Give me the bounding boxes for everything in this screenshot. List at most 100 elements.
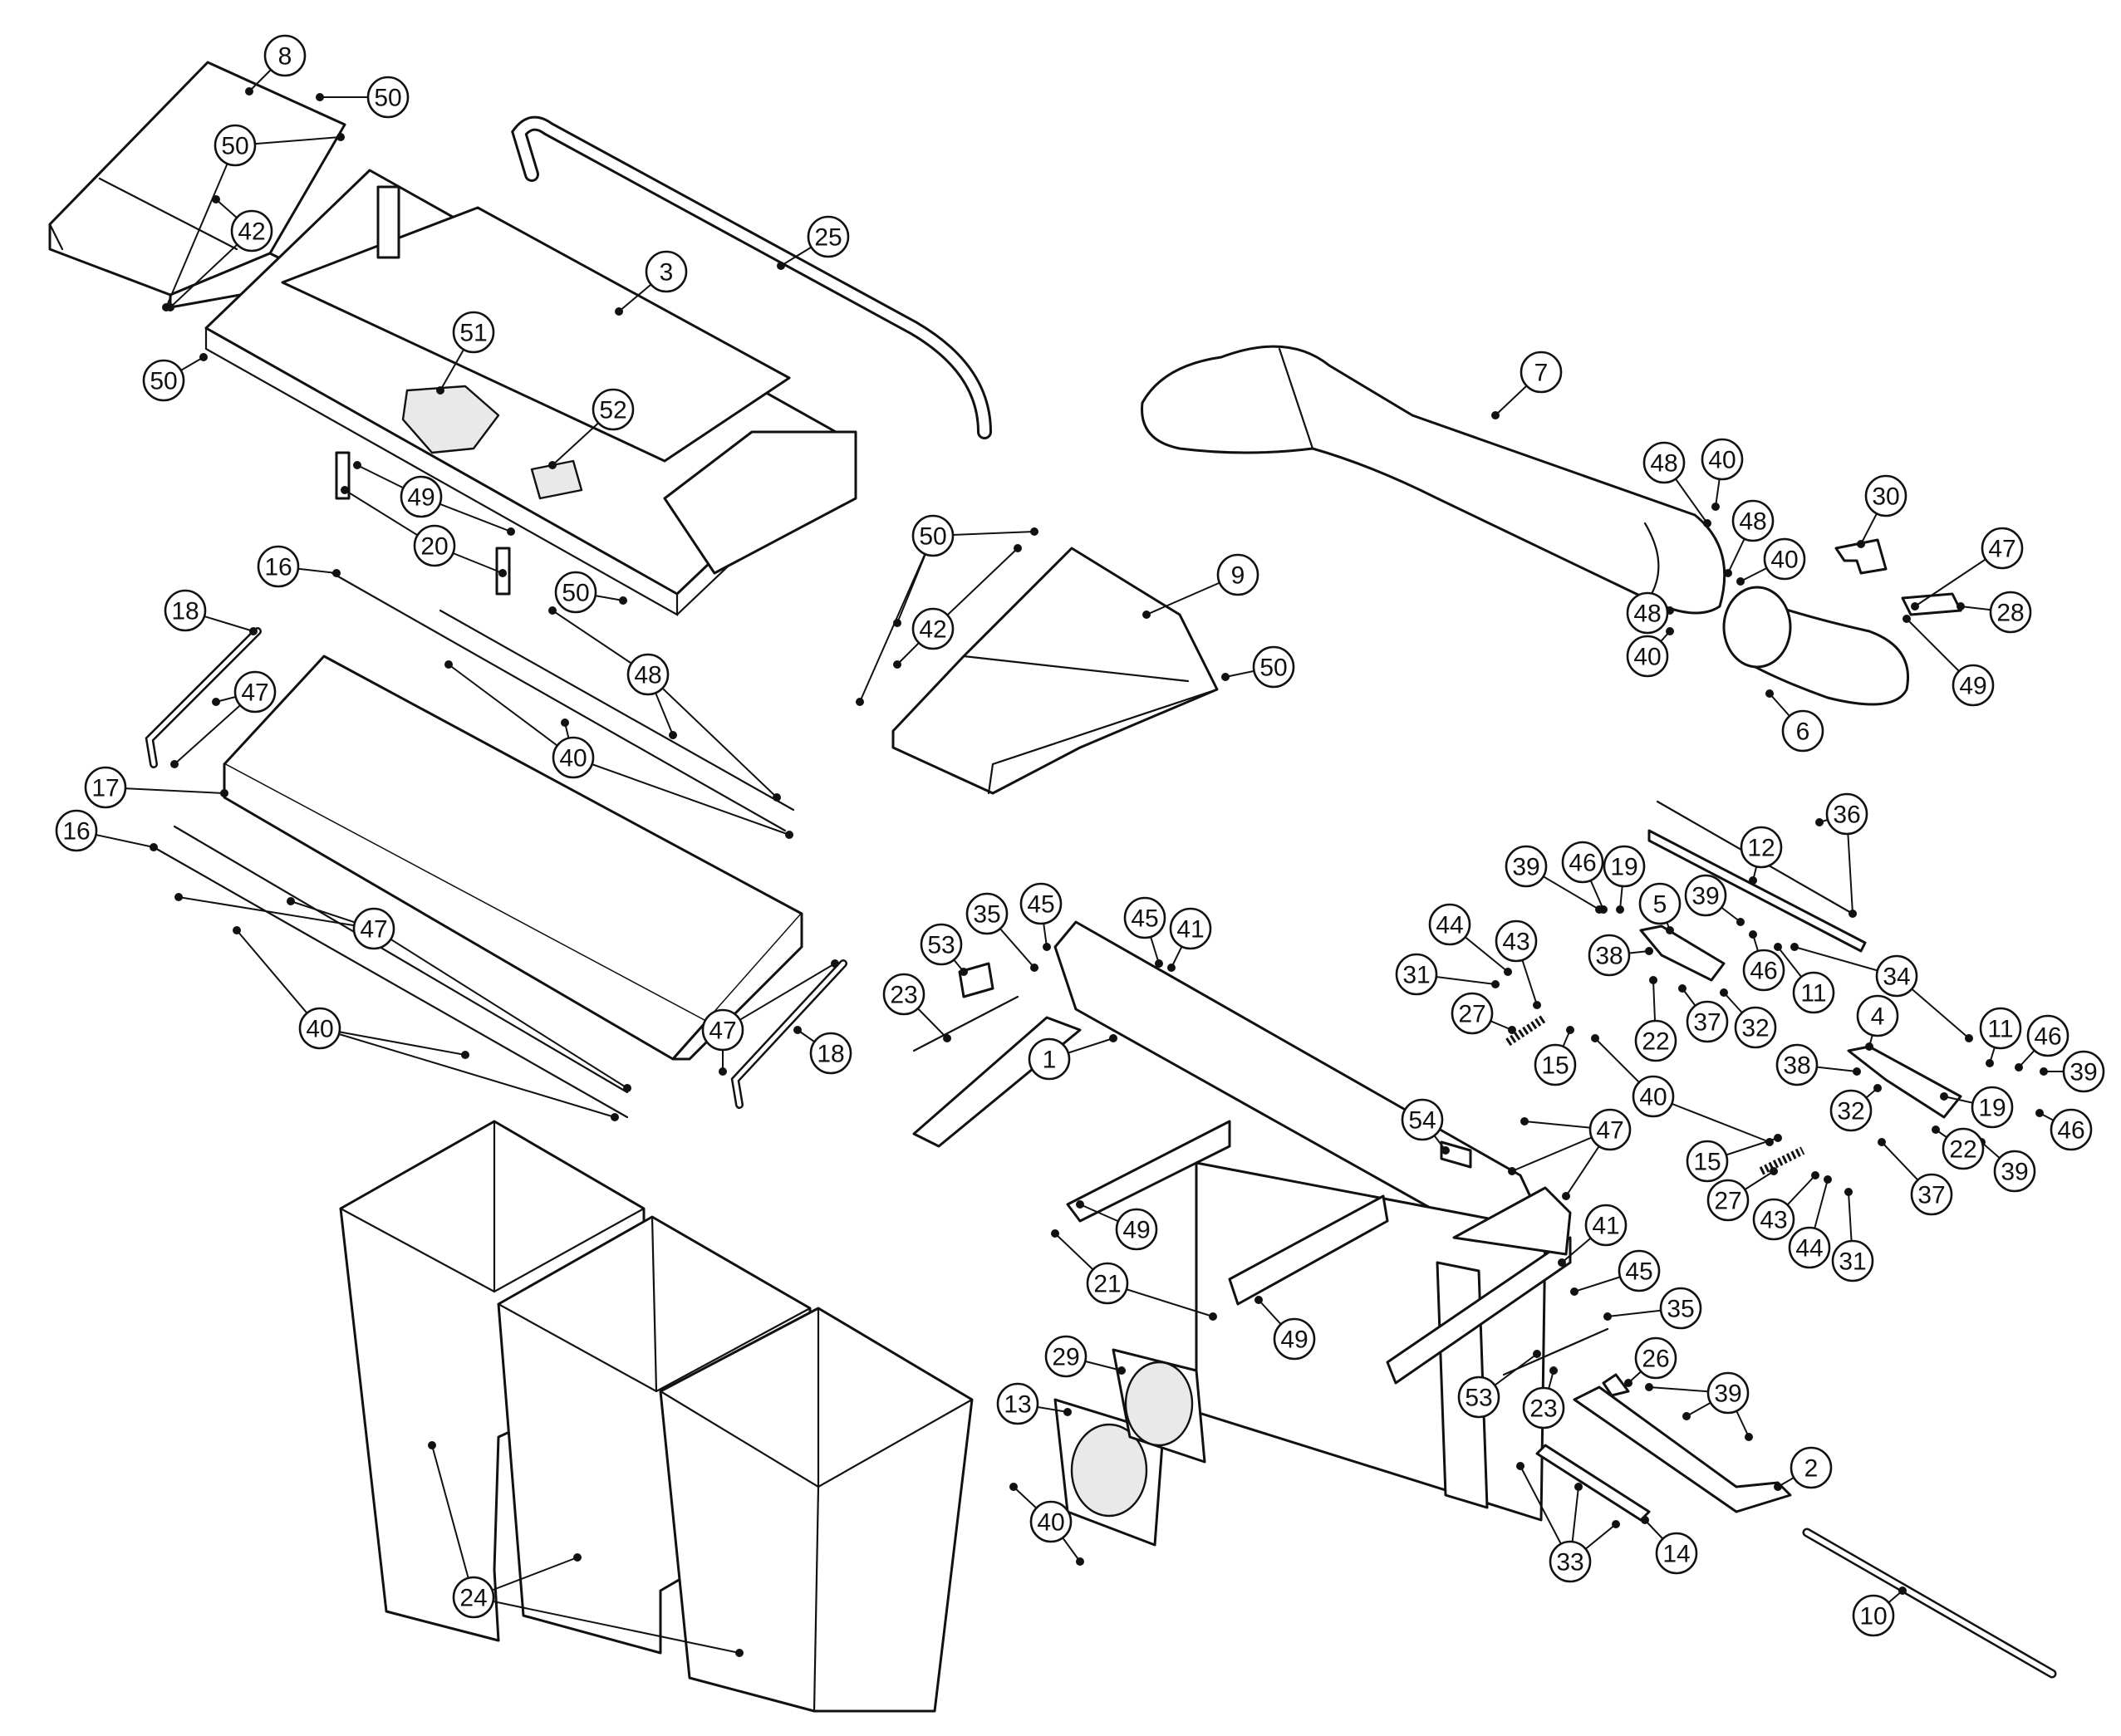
- callout-number: 18: [817, 1041, 844, 1068]
- callout-27-b: 27: [1706, 1179, 1750, 1222]
- callout-42-b: 42: [911, 607, 955, 650]
- c-40-g-fastener: [1009, 1483, 1018, 1491]
- callout-circle: [552, 736, 595, 779]
- callout-number: 31: [1402, 962, 1430, 989]
- c-27-a-fastener: [1508, 1026, 1516, 1034]
- callout-49-a: 49: [400, 475, 443, 518]
- callout-22-a: 22: [1634, 1019, 1677, 1062]
- part-25-handle: [511, 115, 992, 439]
- callout-number: 47: [1596, 1117, 1623, 1145]
- callout-circle: [911, 514, 955, 557]
- callout-number: 12: [1747, 835, 1775, 862]
- callout-circle: [1273, 1317, 1316, 1361]
- c-33-fastener: [1612, 1520, 1620, 1528]
- part-23-rods: [912, 995, 1609, 1376]
- callout-number: 50: [374, 85, 401, 112]
- c-17-fastener: [220, 789, 228, 797]
- callout-12: 12: [1740, 826, 1783, 869]
- c-49-a-fastener: [507, 527, 515, 536]
- callout-number: 47: [709, 1018, 736, 1045]
- callout-circle: [55, 809, 98, 852]
- c-45-a-fastener: [1043, 943, 1051, 951]
- callout-number: 46: [2057, 1117, 2084, 1145]
- callout-circle: [366, 76, 410, 119]
- c-21-fastener: [1051, 1229, 1059, 1238]
- c-37-a-fastener: [1678, 984, 1686, 993]
- callout-circle: [1942, 1127, 1985, 1170]
- c-24-fastener: [428, 1441, 436, 1449]
- part-7-chute: [1141, 345, 1726, 615]
- c-28-fastener: [1957, 602, 1965, 611]
- callout-number: 50: [919, 523, 946, 551]
- c-1-fastener: [1109, 1034, 1117, 1042]
- callout-circle: [1829, 1089, 1873, 1132]
- c-53-a-fastener: [960, 968, 968, 976]
- callout-number: 23: [1529, 1395, 1557, 1423]
- c-40-e-fastener: [461, 1051, 469, 1059]
- callout-40-c: 40: [1626, 635, 1669, 678]
- callout-number: 50: [1259, 655, 1287, 682]
- callout-7: 7: [1520, 351, 1563, 394]
- callout-circle: [214, 124, 257, 167]
- callout-circle: [1029, 1500, 1073, 1543]
- callout-circle: [1763, 537, 1806, 581]
- callout-47-b: 47: [233, 670, 277, 714]
- callout-number: 43: [1502, 929, 1529, 956]
- callout-circle: [1742, 949, 1785, 992]
- callout-32-a: 32: [1734, 1006, 1777, 1049]
- callout-circle: [1603, 845, 1646, 888]
- callout-circle: [352, 907, 395, 950]
- callout-40-g: 40: [1029, 1500, 1073, 1543]
- callout-circle: [142, 359, 185, 402]
- c-39-b-fastener: [1736, 918, 1745, 926]
- c-40-d-leader: [448, 664, 574, 758]
- callout-circle: [233, 670, 277, 714]
- callout-number: 39: [1691, 883, 1719, 910]
- c-24-leader: [473, 1596, 740, 1654]
- c-47-d-fastener: [831, 959, 839, 968]
- callout-circle: [1086, 1262, 1129, 1305]
- callout-number: 30: [1872, 483, 1899, 511]
- callout-circle: [1588, 934, 1631, 977]
- callout-number: 54: [1408, 1107, 1436, 1135]
- callout-53-b: 53: [1457, 1376, 1500, 1419]
- callout-circle: [809, 1032, 852, 1075]
- callout-circle: [1561, 841, 1604, 884]
- callout-44-a: 44: [1428, 903, 1471, 946]
- callout-45-b: 45: [1123, 896, 1166, 939]
- callout-number: 32: [1741, 1015, 1769, 1042]
- callout-3: 3: [645, 250, 688, 293]
- c-16-b-fastener: [150, 843, 158, 851]
- callout-circle: [1655, 1532, 1698, 1575]
- callout-circle: [1626, 635, 1669, 678]
- callout-number: 48: [1739, 508, 1766, 536]
- callout-number: 19: [1978, 1095, 2006, 1122]
- c-6-fastener: [1765, 689, 1774, 698]
- callout-number: 18: [171, 598, 199, 625]
- c-41-a-fastener: [1167, 964, 1176, 972]
- callout-number: 42: [238, 218, 265, 246]
- part-5-bracket: [1639, 924, 1726, 982]
- callout-circle: [2050, 1108, 2093, 1151]
- callout-number: 37: [1917, 1182, 1945, 1209]
- callout-circle: [1626, 591, 1669, 635]
- callout-number: 48: [1650, 450, 1677, 478]
- callout-23-b: 23: [1522, 1386, 1565, 1430]
- c-43-a-fastener: [1533, 1001, 1541, 1009]
- callout-circle: [1659, 1287, 1702, 1330]
- callout-47-a: 47: [1981, 527, 2024, 570]
- callout-23-a: 23: [882, 973, 925, 1016]
- callout-circle: [413, 524, 456, 567]
- c-48-b-fastener: [1724, 569, 1732, 577]
- callout-circle: [84, 766, 127, 809]
- callout-53-a: 53: [920, 923, 963, 966]
- callout-2: 2: [1790, 1446, 1833, 1489]
- callout-17: 17: [84, 766, 127, 809]
- callout-number: 53: [927, 932, 955, 959]
- c-50-e-fastener: [1030, 527, 1038, 536]
- part-6-elbow: [1722, 586, 1909, 706]
- callout-circle: [1618, 1249, 1661, 1292]
- c-49-c-fastener: [1076, 1200, 1084, 1209]
- c-32-b-fastener: [1873, 1084, 1882, 1092]
- callout-circle: [1169, 907, 1212, 950]
